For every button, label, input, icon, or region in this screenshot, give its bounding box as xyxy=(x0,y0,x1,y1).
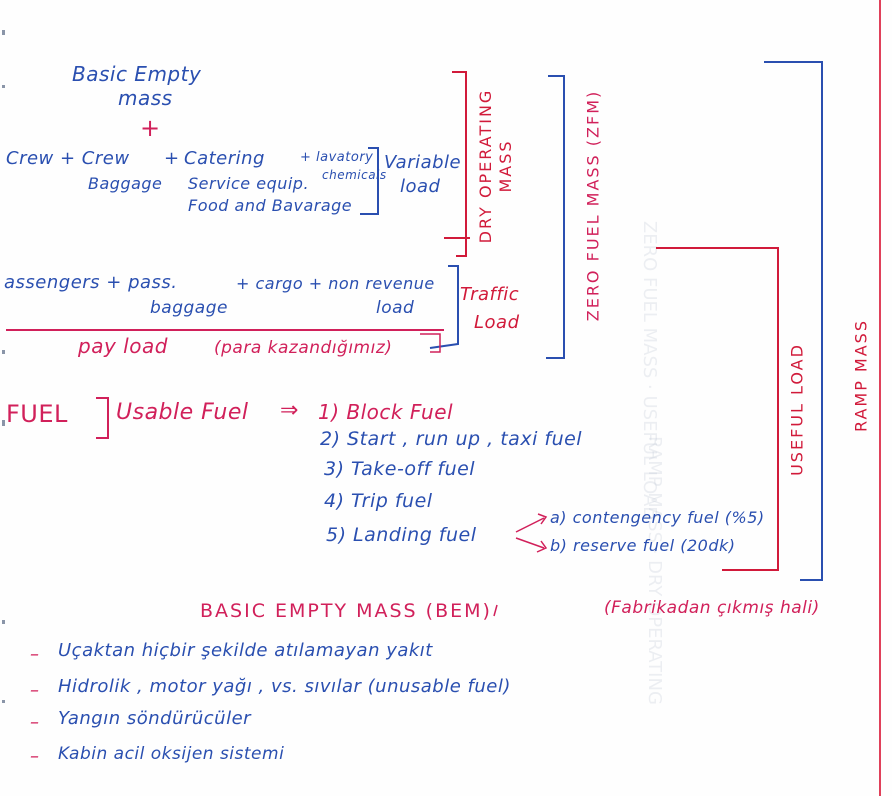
traffic-load-line2: Load xyxy=(474,312,520,333)
traffic-load-bracket xyxy=(429,265,459,349)
bullet: – xyxy=(30,746,40,767)
list-item: Kabin acil oksijen sistemi xyxy=(58,744,285,764)
plus-sign: + xyxy=(140,114,161,142)
lavatory-line2: chemicals xyxy=(322,168,387,182)
catering-line1: Catering xyxy=(184,148,265,169)
crew-plus: + xyxy=(164,148,180,169)
zero-fuel-mass-label: ZERO FUEL MASS (ZFM) xyxy=(583,89,603,322)
fuel-item-5: 5) Landing fuel xyxy=(326,524,477,546)
crew-label-line1: Crew + Crew xyxy=(6,148,130,169)
list-item: Uçaktan hiçbir şekilde atılamayan yakıt xyxy=(58,640,433,661)
fuel-item-3: 3) Take-off fuel xyxy=(324,458,476,480)
bullet: – xyxy=(30,712,40,733)
variable-load-line2: load xyxy=(400,176,441,197)
landing-fuel-sub-a: a) contengency fuel (%5) xyxy=(550,508,765,527)
fuel-item-2: 2) Start , run up , taxi fuel xyxy=(320,428,583,450)
bullet: – xyxy=(30,644,40,665)
catering-line2: Service equip. xyxy=(188,174,310,193)
usable-fuel-label: Usable Fuel xyxy=(116,400,249,425)
cargo-line1: + cargo + non revenue xyxy=(236,274,435,293)
variable-load-line1: Variable xyxy=(384,152,462,173)
ramp-mass-label: RAMP MASS xyxy=(851,319,871,433)
useful-load-bracket xyxy=(656,247,779,571)
bem-label-line2: mass xyxy=(118,86,173,110)
landing-fuel-sub-b: b) reserve fuel (20dk) xyxy=(550,536,736,555)
bem-heading-note: (Fabrikadan çıkmış hali) xyxy=(604,598,820,618)
bem-heading: BASIC EMPTY MASS (BEM) xyxy=(200,600,492,622)
bullet: – xyxy=(30,680,40,701)
crew-label-line2: Baggage xyxy=(88,174,163,193)
list-item: Hidrolik , motor yağı , vs. sıvılar (unu… xyxy=(58,676,511,697)
dry-operating-bracket xyxy=(452,71,467,257)
catering-line3: Food and Bavarage xyxy=(188,196,353,215)
fuel-item-4: 4) Trip fuel xyxy=(324,490,433,512)
cargo-line2: load xyxy=(376,298,415,318)
fuel-label: FUEL xyxy=(6,400,68,428)
lavatory-line1: + lavatory xyxy=(300,150,374,165)
pay-load-note: (para kazandığımız) xyxy=(214,338,393,358)
traffic-load-line1: Traffic xyxy=(460,284,520,305)
fuel-bracket xyxy=(96,397,109,439)
useful-load-label: USEFUL LOAD xyxy=(787,343,807,476)
pay-load-label: pay load xyxy=(78,334,168,358)
ramp-mass-bracket xyxy=(764,61,823,581)
passengers-line2: baggage xyxy=(150,298,228,318)
list-item: Yangın söndürücüler xyxy=(58,708,252,729)
zfm-bracket xyxy=(546,75,565,359)
bem-label-line1: Basic Empty xyxy=(72,62,202,86)
left-edge-marks xyxy=(2,30,5,703)
usable-fuel-arrow: ⇒ xyxy=(280,398,299,423)
variable-load-bracket xyxy=(360,147,379,215)
fuel-item-1: 1) Block Fuel xyxy=(318,400,454,424)
passengers-line1: assengers + pass. xyxy=(4,272,178,293)
